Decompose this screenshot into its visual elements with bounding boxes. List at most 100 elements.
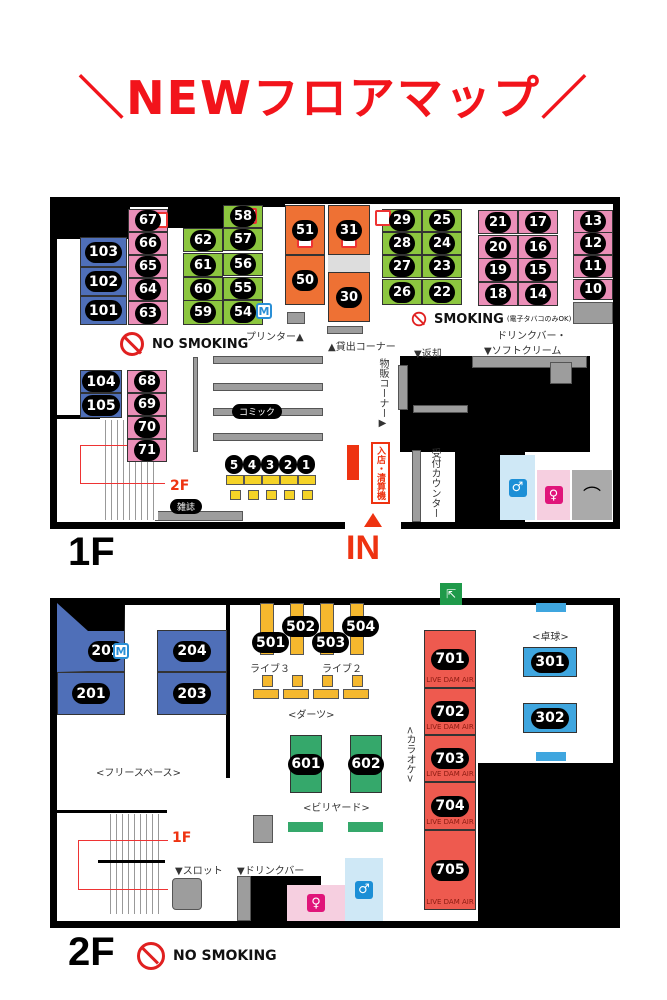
- booth-18[interactable]: 18: [478, 282, 518, 306]
- shower-icon: ⌒: [583, 486, 601, 507]
- booth-104[interactable]: 104: [80, 370, 122, 393]
- booth-24[interactable]: 24: [422, 232, 462, 255]
- booth-69[interactable]: 69: [127, 393, 167, 416]
- booth-15[interactable]: 15: [518, 258, 558, 282]
- stairs-destination: 2F: [170, 478, 190, 494]
- counter-seat[interactable]: [244, 475, 262, 485]
- booth-601[interactable]: 601: [288, 735, 324, 793]
- booth-number: 30: [335, 286, 363, 308]
- dart-table: [352, 675, 363, 687]
- booth-204[interactable]: 204: [157, 630, 227, 672]
- booth-number: 26: [388, 281, 416, 303]
- booth-13[interactable]: 13: [573, 210, 613, 233]
- booth-10[interactable]: 10: [573, 279, 613, 300]
- reception-counter: [412, 450, 421, 522]
- magazine-label: 雑誌: [170, 499, 203, 514]
- booth-61[interactable]: 61: [183, 253, 223, 277]
- booth-51[interactable]: 51: [285, 205, 325, 255]
- booth-number: 58: [229, 206, 257, 227]
- booth-67[interactable]: 67: [128, 209, 168, 232]
- karaoke-model: LIVE DAM AIR: [426, 770, 474, 778]
- booth-11[interactable]: 11: [573, 255, 613, 278]
- booth-number: 704: [431, 795, 469, 817]
- counter-seat[interactable]: [226, 475, 244, 485]
- booth-202[interactable]: 202: [57, 603, 125, 672]
- booth-30[interactable]: 30: [328, 272, 370, 322]
- booth-14[interactable]: 14: [518, 282, 558, 306]
- booth-25[interactable]: 25: [422, 209, 462, 232]
- wall-block: [168, 207, 223, 228]
- counter-seat[interactable]: [298, 475, 316, 485]
- counter-seat[interactable]: [262, 475, 280, 485]
- dart-bench: [343, 689, 369, 699]
- booth-27[interactable]: 27: [382, 255, 422, 278]
- dart-table: [322, 675, 333, 687]
- table-tennis-bench: [536, 752, 566, 761]
- booth-70[interactable]: 70: [127, 416, 167, 439]
- no-smoking-notice: NO SMOKING: [120, 332, 248, 356]
- dart-booth-number: 503: [312, 632, 350, 653]
- booth-68[interactable]: 68: [127, 370, 167, 393]
- booth-57[interactable]: 57: [223, 228, 263, 251]
- booth-21[interactable]: 21: [478, 210, 518, 234]
- booth-number: 10: [579, 279, 607, 300]
- counter-seat[interactable]: [280, 475, 298, 485]
- booth-50[interactable]: 50: [285, 255, 325, 305]
- booth-66[interactable]: 66: [128, 232, 168, 255]
- darts-live3-label: ライブ３: [250, 664, 290, 675]
- booth-105[interactable]: 105: [80, 393, 122, 418]
- booth-103[interactable]: 103: [80, 237, 127, 267]
- wall-block: [478, 763, 620, 928]
- stairs-to-1f[interactable]: [105, 814, 163, 914]
- booth-22[interactable]: 22: [422, 279, 462, 305]
- table-tennis-bench: [536, 603, 566, 612]
- booth-16[interactable]: 16: [518, 235, 558, 259]
- booth-20[interactable]: 20: [478, 235, 518, 259]
- booth-19[interactable]: 19: [478, 258, 518, 282]
- booth-65[interactable]: 65: [128, 255, 168, 278]
- stairs-arrow-icon: [80, 445, 165, 484]
- booth-101[interactable]: 101: [80, 296, 127, 325]
- booth-number: 21: [484, 211, 512, 233]
- booth-302[interactable]: 302: [523, 703, 577, 733]
- booth-28[interactable]: 28: [382, 232, 422, 255]
- return-label: ▼返却: [414, 349, 442, 360]
- no-smoking-icon: [411, 311, 427, 327]
- booth-number: 68: [133, 371, 161, 392]
- booth-62[interactable]: 62: [183, 228, 223, 252]
- booth-56[interactable]: 56: [223, 253, 263, 276]
- booth-203[interactable]: 203: [157, 672, 227, 715]
- booth-26[interactable]: 26: [382, 279, 422, 305]
- booth-17[interactable]: 17: [518, 210, 558, 234]
- booth-55[interactable]: 55: [223, 277, 263, 300]
- chair: [230, 490, 241, 500]
- booth-23[interactable]: 23: [422, 255, 462, 278]
- booth-58[interactable]: 58: [223, 205, 263, 228]
- booth-number: 702: [431, 701, 469, 722]
- booth-64[interactable]: 64: [128, 278, 168, 301]
- booth-602[interactable]: 602: [348, 735, 384, 793]
- booth-59[interactable]: 59: [183, 300, 223, 325]
- booth-71[interactable]: 71: [127, 439, 167, 462]
- booth-201[interactable]: 201: [57, 672, 125, 715]
- booth-12[interactable]: 12: [573, 232, 613, 255]
- booth-number: 55: [229, 278, 257, 299]
- booth-29[interactable]: 29: [382, 209, 422, 232]
- booth-60[interactable]: 60: [183, 277, 223, 301]
- booth-102[interactable]: 102: [80, 267, 127, 296]
- soft-cream-machine: [550, 362, 572, 384]
- billiards-bench: [288, 822, 323, 832]
- booth-31[interactable]: 31: [328, 205, 370, 255]
- dart-bench: [283, 689, 309, 699]
- booth-number: 602: [348, 753, 384, 775]
- booth-number: 20: [484, 236, 512, 258]
- booth-63[interactable]: 63: [128, 301, 168, 325]
- karaoke-model: LIVE DAM AIR: [426, 818, 474, 826]
- no-smoking-icon: [137, 942, 165, 970]
- booth-301[interactable]: 301: [523, 647, 577, 677]
